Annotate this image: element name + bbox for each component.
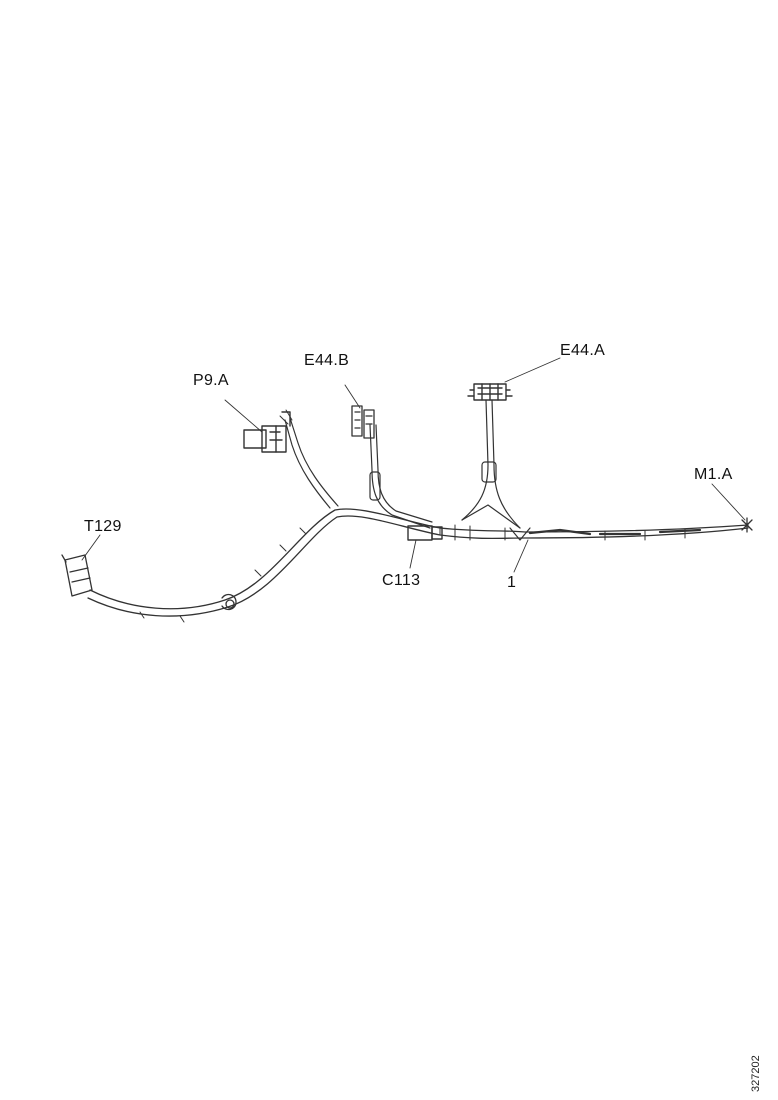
reference-number: 327202	[750, 1055, 762, 1092]
branch-e44a	[461, 357, 561, 529]
connector-e44b	[351, 405, 375, 439]
label-c113: C113	[382, 572, 421, 589]
branch-e44b	[344, 384, 433, 529]
label-p9a: P9.A	[193, 372, 229, 389]
connector-p9a	[243, 409, 293, 453]
tie-wraps	[139, 527, 686, 623]
branch-p9a	[224, 399, 339, 509]
harness-clip	[221, 593, 237, 611]
label-item-1: 1	[507, 574, 517, 591]
main-trunk	[87, 508, 749, 617]
label-e44a: E44.A	[560, 342, 606, 359]
label-t129: T129	[84, 518, 122, 535]
connector-t129	[61, 534, 101, 597]
connector-m1a	[711, 483, 753, 533]
label-e44b: E44.B	[304, 352, 350, 369]
connector-e44a	[467, 383, 513, 401]
connector-c113	[407, 525, 443, 569]
label-m1a: M1.A	[694, 466, 733, 483]
item-1-clip	[509, 527, 531, 573]
